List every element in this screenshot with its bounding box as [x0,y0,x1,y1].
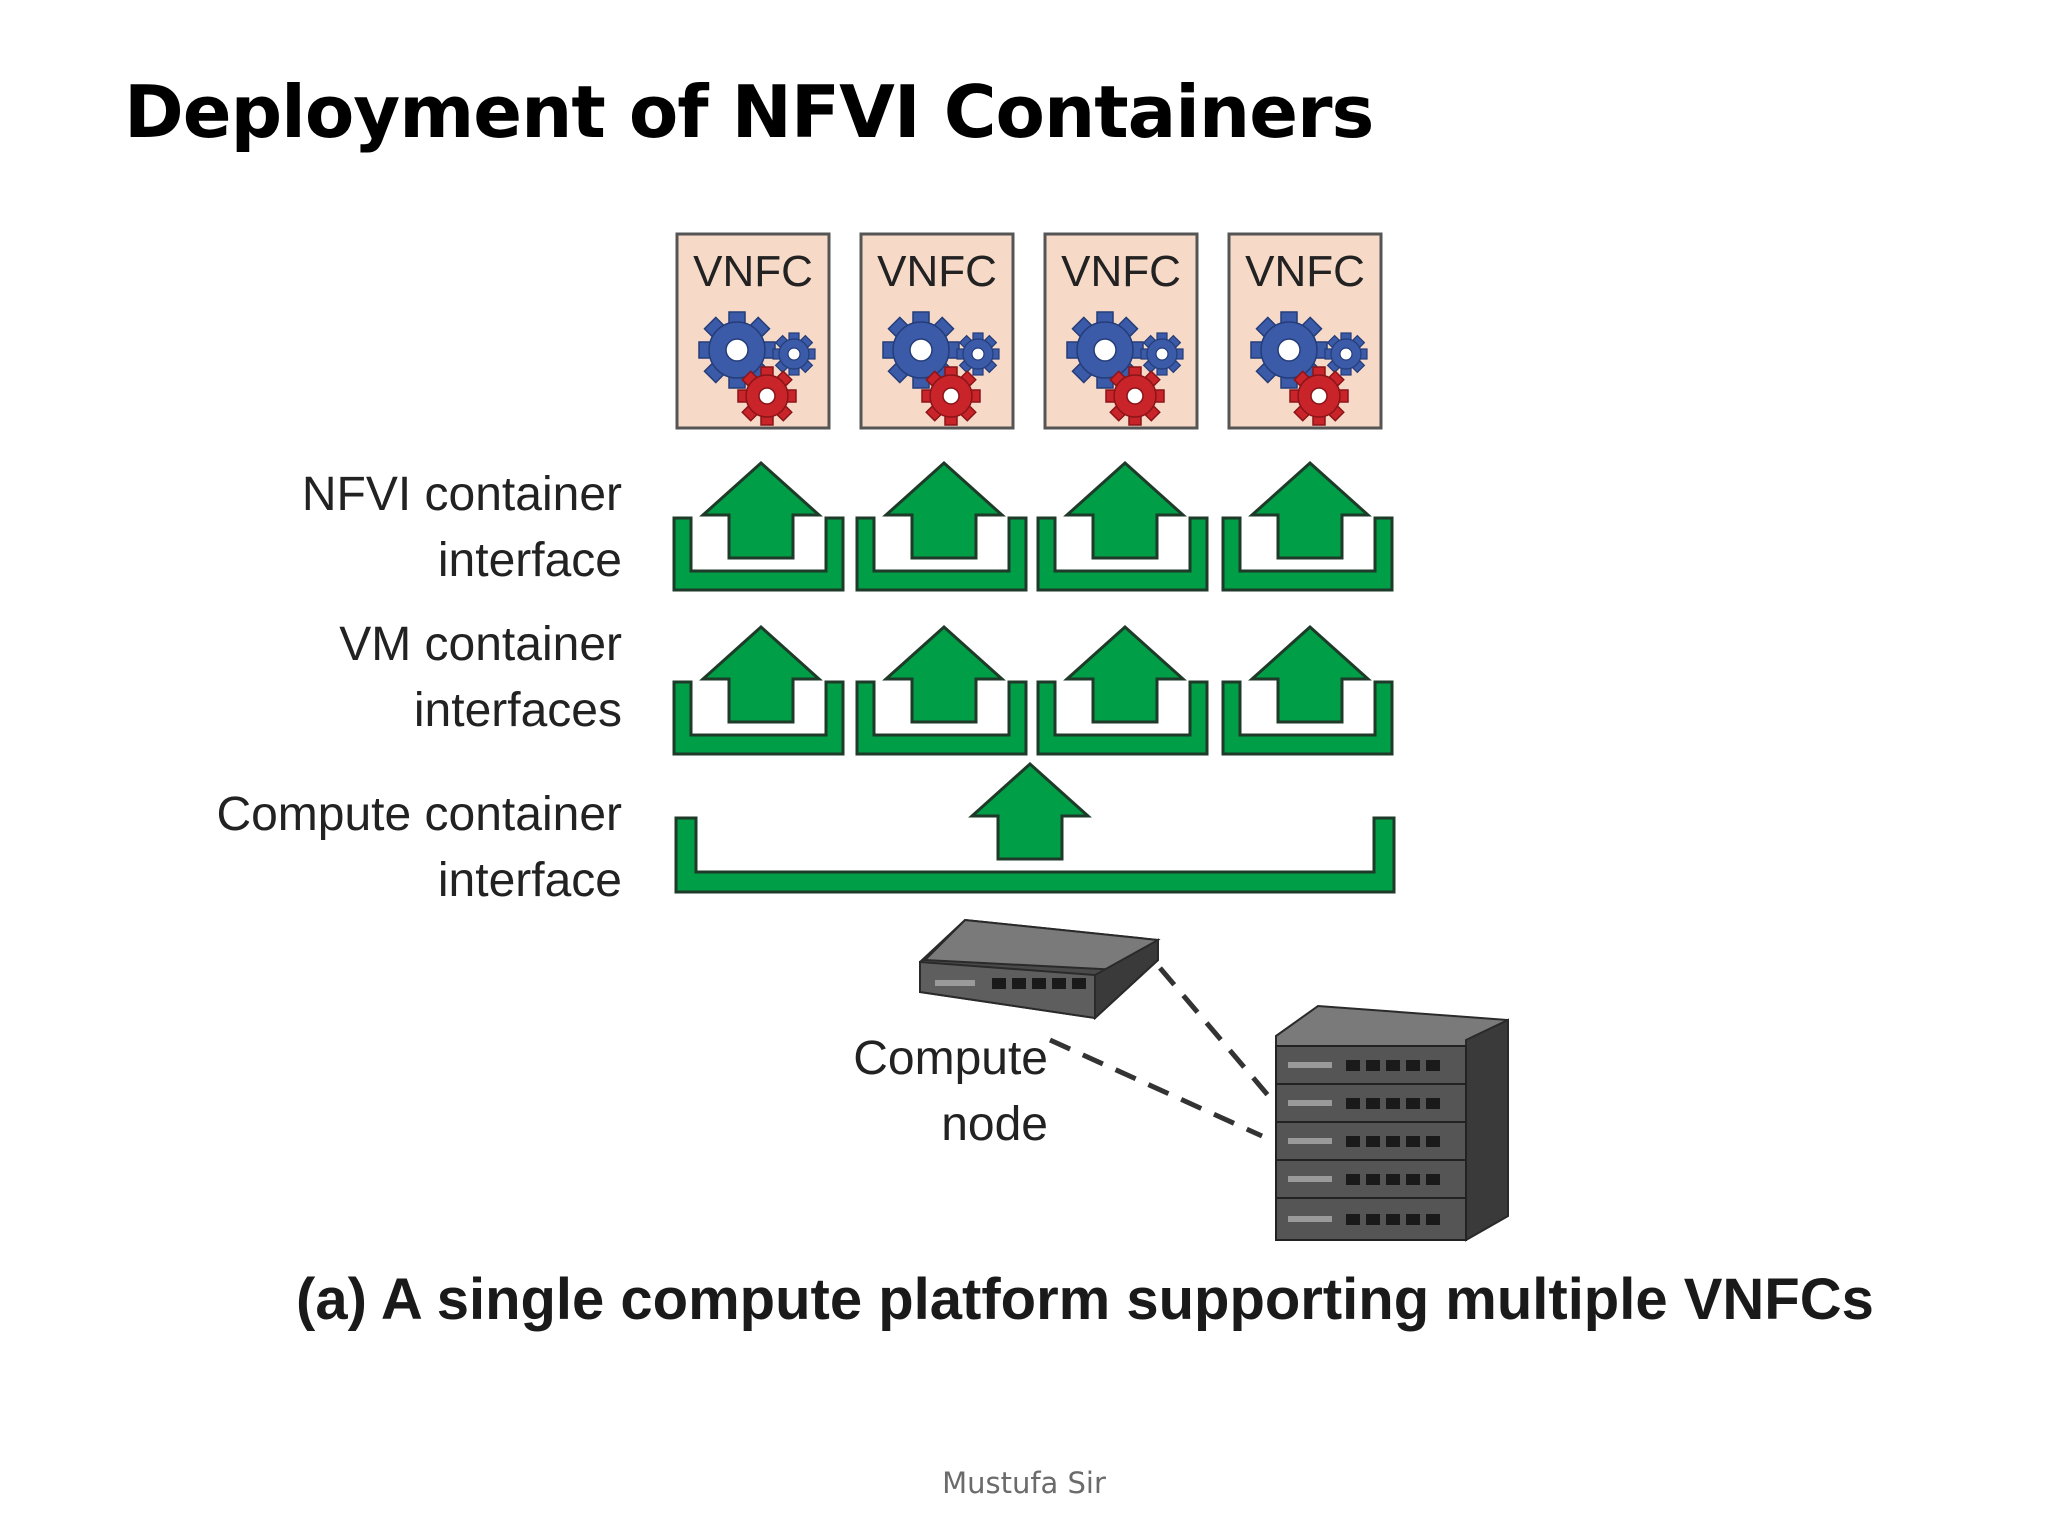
vm-arrow-2-icon [884,625,1004,724]
nfvi-arrow-2-icon [884,461,1004,560]
compute-node-label-line1: Compute [853,1032,1048,1085]
nfvi-arrow-1-icon [701,461,821,560]
vnfc-box-1: VNFC [675,232,831,430]
compute-node-group: Compute node [853,918,1509,1242]
vnfc-label-4: VNFC [1245,247,1365,296]
nfvi-arrow-4-icon [1250,461,1370,560]
compute-arrow-icon [970,762,1090,861]
nfvi-arrow-3-icon [1065,461,1185,560]
compute-node-label-line2: node [941,1098,1048,1151]
vnfc-label-1: VNFC [693,247,813,296]
vm-container-interfaces-layer: VM container interfaces [339,618,1394,756]
vnfc-label-2: VNFC [877,247,997,296]
vnfc-box-4: VNFC [1227,232,1383,430]
compute-container-interface-layer: Compute container interface [216,762,1396,907]
vnfc-box-3: VNFC [1043,232,1199,430]
server-stack-icon [1275,1004,1509,1242]
compute-tray [674,816,1396,894]
vnfc-box-2: VNFC [859,232,1015,430]
nfvi-container-interface-layer: NFVI container interface [302,461,1394,592]
compute-label-line2: interface [438,854,622,907]
vnfc-row: VNFC VNFC VNFC [675,232,1383,430]
figure-caption: (a) A single compute platform supporting… [296,1267,1874,1332]
vnfc-label-3: VNFC [1061,247,1181,296]
vm-arrow-3-icon [1065,625,1185,724]
nfvi-label-line2: interface [438,534,622,587]
vm-arrow-1-icon [701,625,821,724]
network-switch-icon [919,918,1161,1021]
compute-label-line1: Compute container [216,788,622,841]
nfvi-label-line1: NFVI container [302,468,622,521]
footer-author: Mustufa Sir [942,1466,1106,1500]
link-line-1 [1158,966,1274,1102]
vm-label-line2: interfaces [414,684,622,737]
vm-arrow-4-icon [1250,625,1370,724]
link-line-2 [1048,1037,1264,1139]
slide-title: Deployment of NFVI Containers [124,70,1374,154]
vm-label-line1: VM container [339,618,622,671]
